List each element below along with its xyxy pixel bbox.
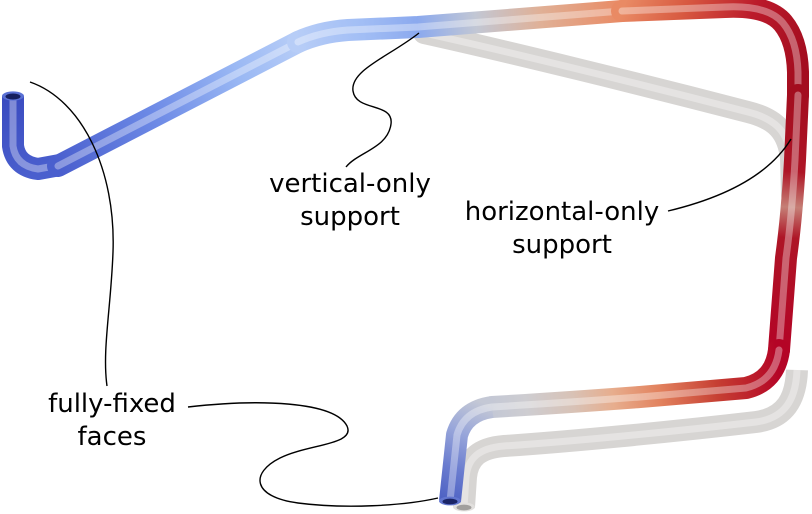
- pipe-right-column: [768, 84, 809, 361]
- pipe-highlight: [54, 38, 302, 170]
- pipe-top-run: [287, 0, 633, 53]
- leader-vertical-support: [345, 32, 420, 168]
- pipe-highlight: [294, 7, 626, 46]
- leader-lines: [29, 32, 792, 507]
- pipe-left-stub: [2, 96, 62, 180]
- ghost-pipe-top-run: [413, 22, 803, 206]
- pipe-highlight: [775, 91, 802, 354]
- pipe-highlight: [488, 346, 783, 411]
- pipe-highlight: [420, 29, 796, 199]
- pipe-highlight: [9, 96, 61, 173]
- leader-fixed-face-bottom: [187, 402, 439, 507]
- pipe-highlight: [618, 3, 802, 99]
- pipe-bottom-end-bore: [442, 498, 458, 505]
- deformed-pipe: [2, 0, 809, 506]
- undeformed-pipe: [413, 22, 808, 512]
- leader-fixed-face-top: [29, 81, 114, 387]
- pipe-highlight: [460, 369, 801, 508]
- vertical-support-label: vertical-only support: [269, 169, 431, 232]
- pipe-diagonal-run: [47, 31, 309, 177]
- pipe-top-right-corner: [611, 0, 809, 106]
- pipe-bottom-run: [481, 339, 790, 418]
- pipe-left-end-bore: [5, 93, 21, 100]
- ghost-pipe-end-bore: [456, 504, 472, 511]
- pipe-highlight: [446, 403, 493, 502]
- horizontal-support-label: horizontal-only support: [464, 197, 660, 260]
- fixed-faces-label: fully-fixed faces: [48, 389, 176, 452]
- leader-horizontal-support: [667, 138, 792, 212]
- pipe-bottom-stub: [439, 396, 495, 503]
- ghost-pipe-bottom-run: [453, 369, 808, 508]
